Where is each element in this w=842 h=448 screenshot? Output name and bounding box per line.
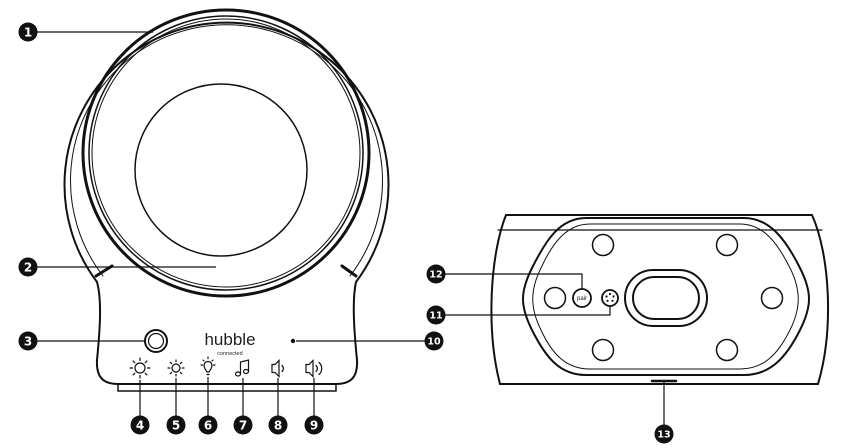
body-inner-line — [70, 24, 383, 277]
callout-8: 8 — [268, 415, 288, 435]
svg-text:5: 5 — [172, 419, 180, 433]
callout-10: 10 — [424, 331, 444, 351]
callout-9: 9 — [304, 415, 324, 435]
svg-text:7: 7 — [239, 419, 247, 433]
volume-down-icon — [271, 359, 284, 378]
device-body-outline — [63, 21, 390, 385]
callout-7: 7 — [233, 415, 253, 435]
light-ring-outer — [81, 8, 371, 298]
power-button-inner — [147, 332, 165, 350]
brightness-low-icon — [167, 359, 185, 377]
svg-text:1: 1 — [24, 26, 32, 40]
svg-text:3: 3 — [24, 335, 32, 349]
svg-text:4: 4 — [136, 419, 144, 433]
speaker-grille-inner — [632, 276, 700, 320]
brand-name: hubble — [204, 330, 255, 349]
leader-12 — [444, 273, 583, 289]
foot-top-right — [715, 233, 739, 257]
svg-text:2: 2 — [24, 261, 32, 275]
svg-text:10: 10 — [427, 337, 441, 348]
svg-text:9: 9 — [310, 419, 318, 433]
seam-left — [94, 264, 114, 278]
brightness-high-icon — [129, 357, 151, 379]
reset-button-dots — [605, 292, 615, 302]
foot-bottom-left — [591, 338, 615, 362]
control-icons — [129, 356, 323, 379]
reset-button — [601, 289, 619, 307]
base-lip — [117, 383, 337, 392]
base-outline — [490, 214, 830, 385]
callout-badges: 1 2 3 4 5 6 7 8 — [18, 22, 674, 444]
callout-2: 2 — [18, 257, 38, 277]
center-diffuser — [134, 83, 308, 257]
callout-lines — [33, 31, 665, 426]
pair-button-label: pair — [577, 296, 587, 302]
bottom-panel — [522, 217, 810, 376]
svg-text:11: 11 — [429, 311, 442, 322]
status-led — [290, 338, 296, 344]
foot-bottom-right — [715, 338, 739, 362]
svg-text:8: 8 — [274, 419, 282, 433]
svg-text:6: 6 — [204, 419, 212, 433]
volume-up-icon — [305, 359, 323, 378]
callout-12: 12 — [426, 264, 446, 284]
svg-text:13: 13 — [657, 430, 670, 441]
foot-left — [543, 286, 567, 310]
back-view — [490, 214, 830, 385]
foot-top-left — [591, 233, 615, 257]
svg-text:12: 12 — [429, 270, 442, 281]
callout-6: 6 — [198, 415, 218, 435]
bulb-light-icon — [200, 356, 216, 376]
callout-11: 11 — [426, 305, 446, 325]
speaker-grille-outer — [624, 269, 708, 327]
callout-4: 4 — [130, 415, 150, 435]
seam-right — [340, 264, 358, 278]
leader-11 — [444, 306, 611, 316]
front-view — [63, 8, 390, 392]
music-note-icon — [234, 359, 250, 377]
foot-right — [760, 286, 784, 310]
callout-3: 3 — [18, 331, 38, 351]
brand-tagline: connected — [217, 351, 242, 357]
light-ring-inner — [88, 15, 364, 291]
callout-5: 5 — [166, 415, 186, 435]
light-ring-inner2 — [91, 18, 361, 288]
bottom-panel-inner — [532, 223, 799, 370]
callout-13: 13 — [654, 424, 674, 444]
callout-1: 1 — [18, 22, 38, 42]
